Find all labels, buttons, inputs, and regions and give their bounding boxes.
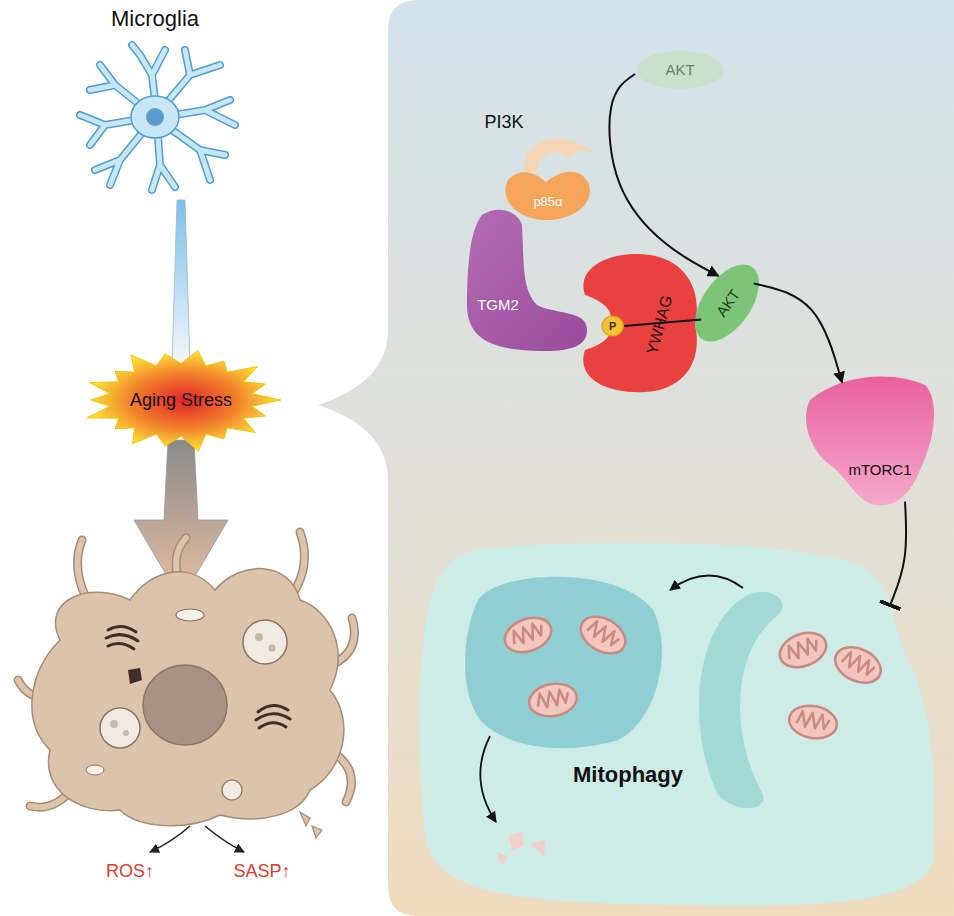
protein-label: p85α xyxy=(533,195,562,210)
protein-label: PI3K xyxy=(484,112,523,133)
protein-shape xyxy=(800,370,940,510)
phospho-site: P xyxy=(601,315,624,337)
pi3k-subunit: PI3K xyxy=(480,110,605,185)
output-arrow xyxy=(150,826,190,852)
autophagy-cell: Mitophagy xyxy=(418,540,938,910)
transition-arrow-stem xyxy=(172,200,190,365)
stress-label: Aging Stress xyxy=(130,390,232,411)
activation-connector xyxy=(609,74,718,276)
pathway-panel xyxy=(318,0,954,916)
ywhag-protein: YWHAG xyxy=(565,250,705,395)
inhibition-connector xyxy=(890,502,906,606)
p85-subunit: p85α xyxy=(498,160,594,222)
akt-inactive: AKT xyxy=(635,50,725,90)
protein-label: TGM2 xyxy=(477,296,519,313)
microglia-cell: Microglia xyxy=(60,5,250,195)
activation-connector xyxy=(754,284,842,383)
protein-shape xyxy=(565,250,705,395)
senescent-microglia xyxy=(18,532,355,838)
protein-label: AKT xyxy=(665,61,694,78)
output-label: ROS↑ xyxy=(106,861,154,882)
output-arrow xyxy=(205,826,244,852)
aging-stress-burst: Aging Stress xyxy=(78,345,284,455)
protein-label: mTORC1 xyxy=(848,461,911,478)
cell-label: Microglia xyxy=(111,6,199,31)
tgm2-protein: TGM2 xyxy=(462,205,590,355)
protein-shape xyxy=(462,205,590,355)
microglia-shape xyxy=(60,5,250,195)
output-label: SASP↑ xyxy=(233,861,290,882)
protein-shape xyxy=(498,160,594,222)
cell-shape xyxy=(418,540,938,910)
phospho-label: P xyxy=(609,320,616,333)
akt-active: AKT xyxy=(690,255,765,350)
mtorc1-complex: mTORC1 xyxy=(800,370,940,510)
process-label: Mitophagy xyxy=(573,762,683,787)
